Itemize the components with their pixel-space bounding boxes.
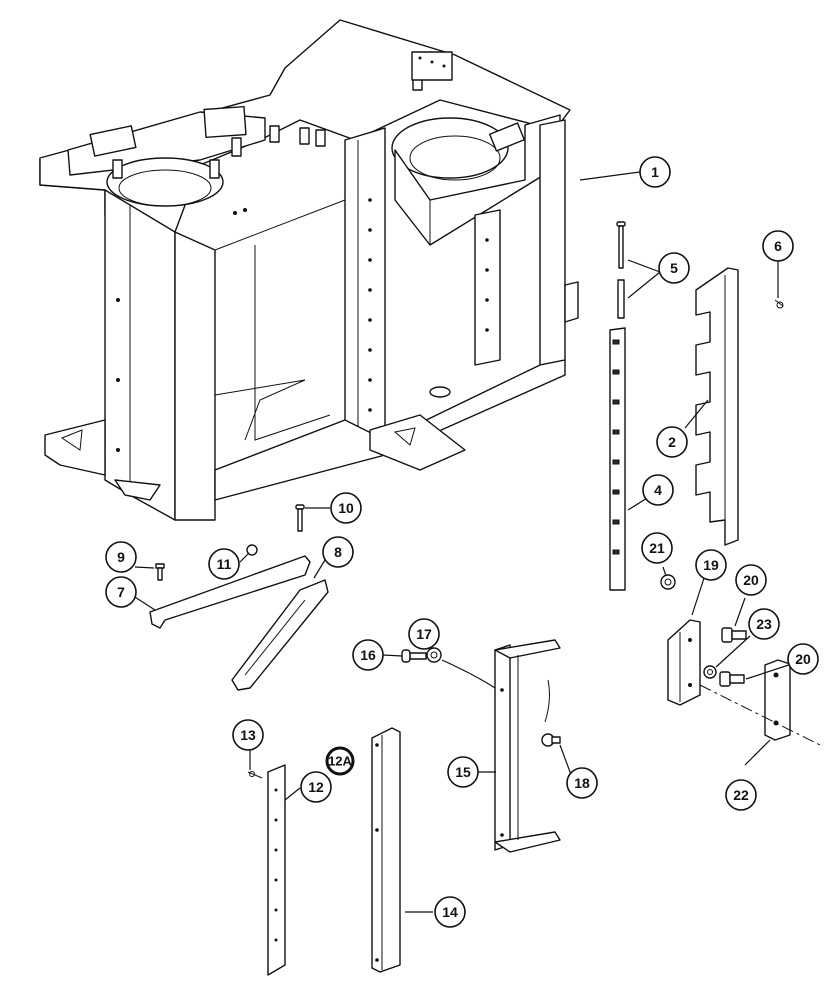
part-21-nut xyxy=(660,574,676,590)
callout-11-label: 11 xyxy=(217,556,232,572)
callout-18: 18 xyxy=(566,767,598,799)
callout-12-label: 12 xyxy=(308,779,324,795)
callout-16-label: 16 xyxy=(360,647,376,663)
callout-7-label: 7 xyxy=(117,584,125,600)
callout-10-label: 10 xyxy=(338,500,354,516)
part-20-bolt-upper xyxy=(721,627,747,643)
callout-23-label: 23 xyxy=(756,616,772,632)
part-19-clamp xyxy=(667,619,701,706)
part-10-pin xyxy=(295,504,305,532)
callout-7: 7 xyxy=(105,576,137,608)
callout-16: 16 xyxy=(352,639,384,671)
callout-4: 4 xyxy=(642,474,674,506)
part-7-bracket xyxy=(149,555,311,629)
callout-2-label: 2 xyxy=(668,434,676,450)
callout-10: 10 xyxy=(330,492,362,524)
part-20-bolt-lower xyxy=(719,671,745,687)
callout-14-label: 14 xyxy=(442,904,458,920)
part-14-channel xyxy=(371,727,401,973)
callout-19: 19 xyxy=(695,549,727,581)
callout-19-label: 19 xyxy=(703,557,719,573)
callout-21: 21 xyxy=(641,532,673,564)
callout-1: 1 xyxy=(639,156,671,188)
part-2-toothed-strip xyxy=(695,267,739,546)
callout-6: 6 xyxy=(762,230,794,262)
part-13-pin xyxy=(247,771,263,779)
callout-20-upper-label: 20 xyxy=(743,572,759,588)
callout-9: 9 xyxy=(105,541,137,573)
callout-12a: 12A xyxy=(325,746,355,776)
part-15-frame-bracket xyxy=(494,639,561,853)
callout-5: 5 xyxy=(658,252,690,284)
callout-14: 14 xyxy=(434,896,466,928)
part-11-nut xyxy=(246,544,258,556)
callout-8-label: 8 xyxy=(334,544,342,560)
part-9-screw xyxy=(155,563,165,581)
callout-17-label: 17 xyxy=(416,626,432,642)
callout-11: 11 xyxy=(208,548,240,580)
callout-13: 13 xyxy=(232,719,264,751)
part-18-knob xyxy=(541,733,561,747)
callout-12: 12 xyxy=(300,771,332,803)
callout-15-label: 15 xyxy=(455,764,471,780)
callout-13-label: 13 xyxy=(240,727,256,743)
leader-lines xyxy=(123,171,796,913)
part-12-strip xyxy=(267,764,286,976)
callout-20-upper: 20 xyxy=(735,564,767,596)
callout-6-label: 6 xyxy=(774,238,782,254)
callout-21-label: 21 xyxy=(649,540,665,556)
callout-20-lower: 20 xyxy=(787,643,819,675)
callout-4-label: 4 xyxy=(654,482,662,498)
callout-1-label: 1 xyxy=(651,164,659,180)
callout-9-label: 9 xyxy=(117,549,125,565)
callout-5-label: 5 xyxy=(670,260,678,276)
callout-23: 23 xyxy=(748,608,780,640)
part-5-bolt-sleeve xyxy=(616,221,626,319)
part-16-bolt xyxy=(401,649,427,663)
part-22-plate xyxy=(764,659,791,741)
callout-12a-label: 12A xyxy=(328,754,352,769)
part-23-nut xyxy=(703,665,717,679)
callout-22-label: 22 xyxy=(733,787,749,803)
callout-8: 8 xyxy=(322,536,354,568)
callout-15: 15 xyxy=(447,756,479,788)
callout-18-label: 18 xyxy=(574,775,590,791)
part-17-nut xyxy=(426,647,496,689)
callout-22: 22 xyxy=(725,779,757,811)
part-4-slotted-strip xyxy=(609,327,626,591)
callout-20-lower-label: 20 xyxy=(795,651,811,667)
main-frame xyxy=(39,19,579,521)
callout-17: 17 xyxy=(408,618,440,650)
callout-2: 2 xyxy=(656,426,688,458)
part-8-bracket xyxy=(231,579,329,691)
part-6-pin xyxy=(774,299,784,309)
